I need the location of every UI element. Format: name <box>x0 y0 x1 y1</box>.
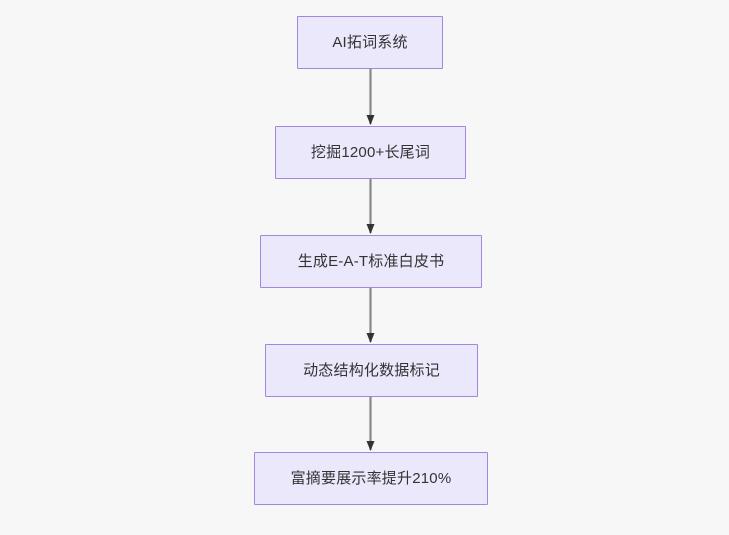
flow-node-generate-eat-whitepaper[interactable]: 生成E-A-T标准白皮书 <box>260 235 482 288</box>
flow-node-label: 富摘要展示率提升210% <box>290 469 452 487</box>
flow-node-mine-longtail-keywords[interactable]: 挖掘1200+长尾词 <box>275 126 466 179</box>
flow-node-label: AI拓词系统 <box>332 33 408 51</box>
flow-node-dynamic-structured-data-markup[interactable]: 动态结构化数据标记 <box>265 344 478 397</box>
flow-node-label: 动态结构化数据标记 <box>303 361 440 379</box>
flow-node-label: 生成E-A-T标准白皮书 <box>297 252 445 270</box>
flow-node-label: 挖掘1200+长尾词 <box>310 143 431 161</box>
flow-node-ai-keyword-system[interactable]: AI拓词系统 <box>297 16 443 69</box>
flow-node-rich-snippet-impression-lift[interactable]: 富摘要展示率提升210% <box>254 452 488 505</box>
